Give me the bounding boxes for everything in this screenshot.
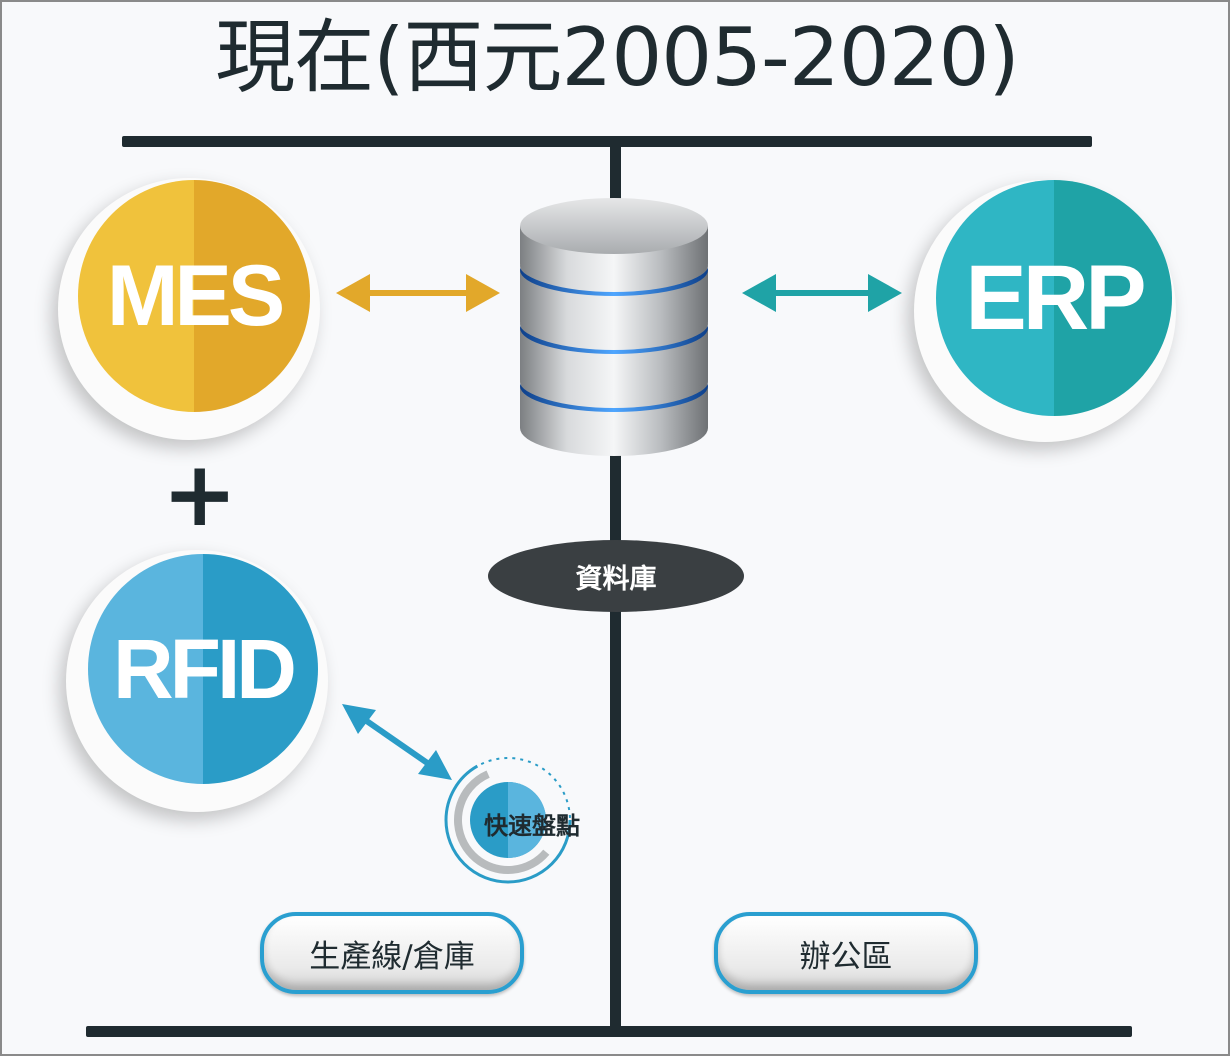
rfid-label: RFID (113, 621, 297, 716)
page-title: 現在(西元2005-2020) (215, 11, 1019, 104)
office-zone-label: 辦公區 (799, 938, 893, 975)
database-icon (520, 198, 708, 456)
production-zone-badge: 生產線/倉庫 (260, 912, 524, 994)
bottom-divider (86, 1026, 1132, 1037)
database-label: 資料庫 (488, 540, 744, 612)
mes-circle: MES (78, 180, 310, 412)
plus-icon: + (162, 442, 238, 547)
office-zone-badge: 辦公區 (714, 912, 978, 994)
production-zone-label: 生產線/倉庫 (309, 938, 475, 975)
quick-inventory-icon (444, 756, 572, 884)
quick-inventory-label: 快速盤點 (484, 812, 580, 840)
rfid-circle: RFID (88, 554, 318, 784)
top-divider (122, 136, 1092, 147)
mes-db-arrow-icon (336, 274, 500, 312)
erp-circle: ERP (936, 180, 1172, 416)
db-erp-arrow-icon (742, 274, 902, 312)
rfid-inventory-arrow-icon (342, 704, 452, 780)
mes-label: MES (106, 247, 285, 344)
erp-label: ERP (965, 246, 1146, 349)
